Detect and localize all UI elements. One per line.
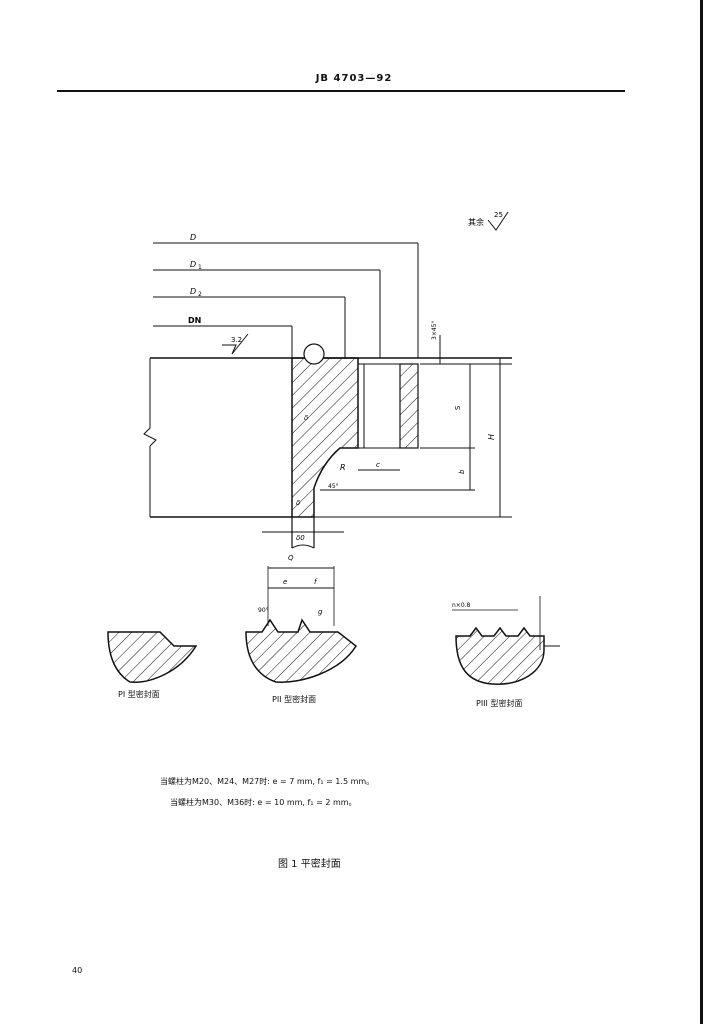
note-line-1: 当螺柱为M20、M24、M27时: e = 7 mm, f₁ = 1.5 mm。 [160,777,375,786]
diameter-dimension-lines [153,242,419,358]
detail-pii-section [245,618,357,683]
dim-D2: D [190,287,196,296]
dim-DN: DN [188,316,201,325]
pii-angle: 90° [258,607,269,614]
pii-dim-g: g [318,608,323,616]
break-line [143,358,157,517]
bolt-hole-wall [399,363,419,449]
dim-ring-chamfer: 3×45° [431,321,438,340]
page-number: 40 [72,966,83,975]
flange-ring-section [291,357,359,518]
dim-S1: δ [304,414,308,422]
pii-dim-overall: Q [288,554,294,562]
dim-D1: D [190,260,196,269]
figure-caption: 图 1 平密封面 [278,859,341,870]
dim-D: D [190,233,196,242]
header-rule [57,90,625,92]
dim-angle: 45° [328,483,339,490]
roughness-face-value: 3.2 [231,336,242,344]
dim-b: b [458,469,466,474]
detail-pi-section [107,631,198,683]
page-edge-bar [700,0,703,1024]
detail-circle-marker [303,343,325,365]
dim-D1-sub: 1 [198,264,202,271]
dim-R: R [340,463,346,472]
pii-label: PII 型密封面 [272,695,317,704]
dim-D2-sub: 2 [198,291,202,298]
roughness-remaining-label: 其余 [468,217,484,227]
dim-H: H [487,434,496,440]
dim-s0: δ0 [296,534,305,542]
face-roughness-icon [222,333,249,355]
piii-dim: n×0.8 [452,602,471,609]
dim-c: c [376,461,380,469]
flange-section-drawing: 其余 25 D D 1 D 2 DN 3.2 [107,211,560,685]
pii-dim-f: f [314,578,318,586]
piii-label: PIII 型密封面 [476,699,523,708]
detail-piii-section [455,626,545,685]
dim-delta: δ [296,499,300,507]
pii-dim-e: e [283,578,287,586]
document-number: JB 4703—92 [315,73,393,84]
note-line-2: 当螺柱为M30、M36时: e = 10 mm, f₁ = 2 mm。 [170,798,357,807]
roughness-symbol-icon [487,211,509,231]
pi-label: PI 型密封面 [118,690,160,699]
dim-S: S [454,405,462,410]
roughness-remaining-value: 25 [494,211,503,219]
